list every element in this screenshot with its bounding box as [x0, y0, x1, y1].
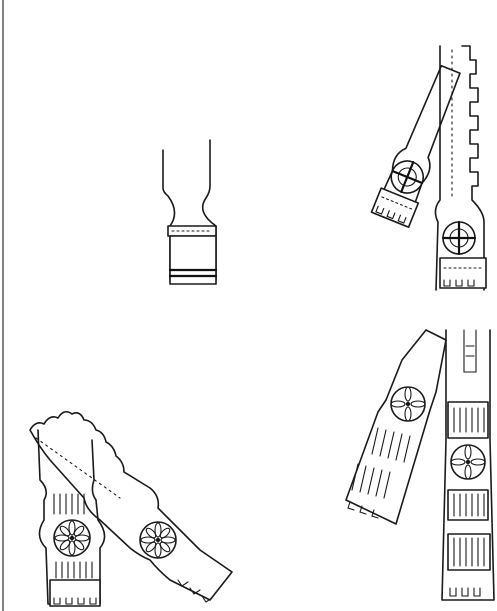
paired-boards-rosettes-diagonal — [29, 410, 233, 607]
diagonal-board-3-band-1-fluting — [371, 427, 411, 463]
diagonal-board-2-dot-row — [35, 437, 121, 499]
vertical-board-1-right-edge-zigzag — [461, 45, 485, 291]
single-baluster-fragment — [162, 139, 218, 285]
diagonal-board-3-band-2-fluting — [351, 463, 391, 499]
vertical-board-2-band-2-fluting — [453, 493, 485, 517]
diagonal-board-1 — [370, 64, 461, 228]
diagonal-board-3-rosette-petals — [390, 386, 426, 422]
vertical-board-1-foot — [439, 257, 487, 289]
vertical-board-2-top-panel — [463, 329, 477, 373]
diagonal-board-2-foot-teeth — [177, 579, 213, 603]
diagonal-board-3 — [345, 329, 447, 525]
upright-board-left-rosette-petals — [54, 520, 90, 556]
upright-board-left-outline — [37, 429, 106, 605]
paired-boards-rosettes-vertical — [345, 329, 495, 601]
upright-board-left — [37, 429, 106, 607]
upright-board-left-foot-fluting — [55, 561, 93, 579]
upright-board-left-foot — [49, 579, 101, 607]
vertical-board-2-foot-teeth — [449, 587, 481, 597]
vertical-board-1 — [434, 45, 487, 291]
vertical-board-2-band-1 — [447, 401, 489, 439]
baluster-right-outline — [201, 139, 217, 281]
vertical-board-2-band-3 — [447, 533, 491, 571]
diagonal-board-2 — [29, 410, 233, 603]
diagonal-board-1-medallion-cross-v — [400, 161, 415, 193]
diagonal-board-3-outline — [345, 329, 447, 525]
diagonal-board-1-foot-teeth — [375, 205, 407, 224]
vertical-board-1-foot-teeth — [443, 279, 475, 287]
vertical-board-2-outline — [441, 329, 495, 601]
vertical-board-2 — [441, 329, 495, 601]
vertical-board-1-left-edge — [434, 45, 441, 291]
baluster-left-outline — [162, 149, 176, 281]
diagonal-board-2-wavy-edge — [29, 410, 233, 601]
vertical-board-2-rosette-petals — [450, 444, 486, 480]
upright-board-left-foot-teeth — [53, 597, 97, 605]
diagonal-board-2-rosette-petals — [140, 522, 176, 558]
diagonal-board-3-foot-teeth — [347, 501, 379, 519]
upright-board-left-fluting — [53, 493, 85, 515]
vertical-board-2-band-3-fluting — [453, 537, 485, 567]
diagonal-board-1-foot-dots — [381, 196, 413, 210]
diagonal-board-1-foot — [370, 187, 420, 228]
vertical-board-2-band-1-fluting — [453, 407, 485, 433]
vertical-board-2-band-2 — [447, 489, 489, 521]
paired-carved-boards-circles — [370, 45, 487, 291]
